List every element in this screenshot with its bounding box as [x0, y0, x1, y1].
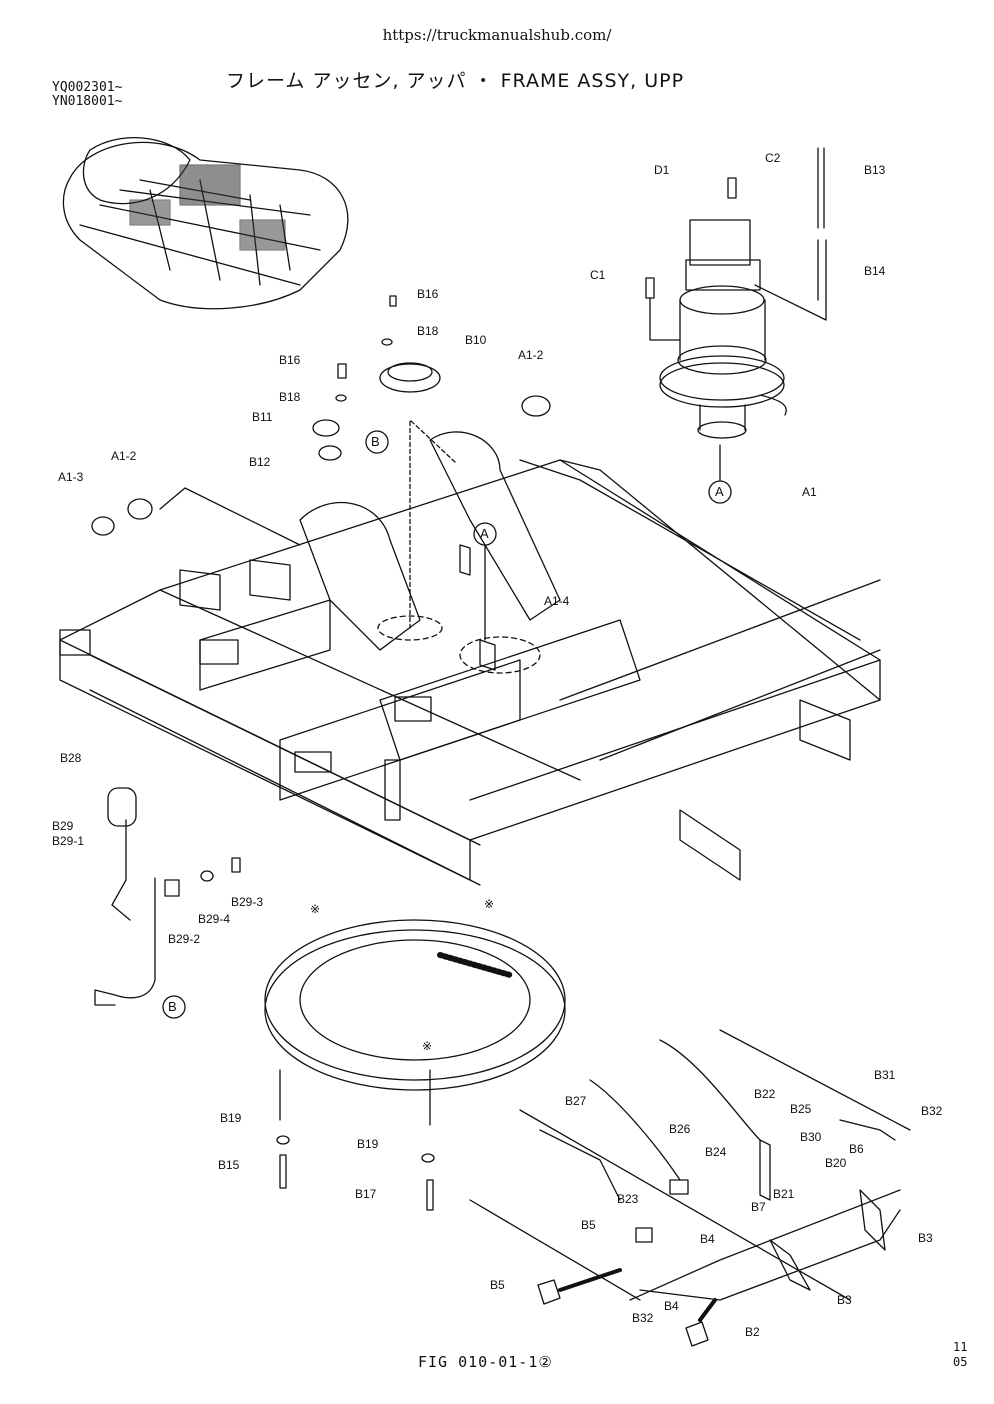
- machine-thumbnail: [62, 137, 349, 310]
- serial-range-2: YN018001~: [52, 94, 123, 109]
- part-label-b14: B14: [864, 264, 886, 278]
- part-label-b5-lower: B5: [490, 1278, 505, 1292]
- upper-frame-a1: [59, 431, 881, 886]
- part-label-b24: B24: [705, 1145, 727, 1159]
- serial-range-1: YQ002301~: [52, 80, 123, 95]
- part-label-a1-2-right: A1-2: [518, 348, 544, 362]
- part-label-b32-lower: B32: [632, 1311, 654, 1325]
- part-label-b31: B31: [874, 1068, 896, 1082]
- part-label-b4-upper: B4: [700, 1232, 715, 1246]
- part-label-b18-top: B18: [417, 324, 439, 338]
- part-label-b11: B11: [252, 410, 273, 424]
- ring-mark-3: ※: [422, 1039, 433, 1053]
- part-label-b18-left: B18: [279, 390, 301, 404]
- swing-motor-d1: [645, 177, 787, 481]
- page-number-1: 11: [953, 1340, 968, 1354]
- part-label-b20: B20: [825, 1156, 847, 1170]
- figure-number: FIG 010-01-1②: [418, 1353, 553, 1371]
- part-label-b2: B2: [745, 1325, 760, 1339]
- part-label-b30: B30: [800, 1130, 822, 1144]
- part-label-b5-upper: B5: [581, 1218, 596, 1232]
- part-label-b29-1: B29-1: [52, 834, 85, 848]
- part-label-b25: B25: [790, 1102, 812, 1116]
- part-label-a1: A1: [802, 485, 817, 499]
- part-label-b28: B28: [60, 751, 82, 765]
- part-label-b29: B29: [52, 819, 74, 833]
- ring-mark-1: ※: [310, 902, 321, 916]
- part-label-b16-left: B16: [279, 353, 301, 367]
- part-label-b16-top: B16: [417, 287, 439, 301]
- part-label-b3-right: B3: [918, 1231, 933, 1245]
- part-label-b19-right: B19: [357, 1137, 379, 1151]
- rail-guard-assembly: [469, 1029, 911, 1347]
- part-label-b29-3: B29-3: [231, 895, 264, 909]
- ring-mark-2: ※: [484, 897, 495, 911]
- part-label-b29-2: B29-2: [168, 932, 201, 946]
- callout-a-motor: A: [715, 484, 724, 499]
- part-label-b22: B22: [754, 1087, 776, 1101]
- part-label-b7: B7: [751, 1200, 766, 1214]
- part-label-b21: B21: [773, 1187, 795, 1201]
- part-label-b32-right: B32: [921, 1104, 943, 1118]
- part-label-a1-4: A1-4: [544, 594, 570, 608]
- part-label-a1-3: A1-3: [58, 470, 84, 484]
- page-title: フレーム アッセン, アッパ ・ FRAME ASSY, UPP: [226, 70, 685, 92]
- part-label-b23: B23: [617, 1192, 639, 1206]
- part-label-b4-lower: B4: [664, 1299, 679, 1313]
- part-label-b15: B15: [218, 1158, 240, 1172]
- part-label-b3-lower: B3: [837, 1293, 852, 1307]
- part-label-b13: B13: [864, 163, 886, 177]
- source-url[interactable]: https://truckmanualshub.com/: [382, 26, 612, 44]
- part-label-c1: C1: [590, 268, 606, 282]
- part-label-b26: B26: [669, 1122, 691, 1136]
- part-label-d1: D1: [654, 163, 670, 177]
- part-label-b27: B27: [565, 1094, 587, 1108]
- part-label-b29-4: B29-4: [198, 912, 231, 926]
- callout-b-upper: B: [371, 434, 380, 449]
- part-label-b12: B12: [249, 455, 271, 469]
- page-number-2: 05: [953, 1355, 968, 1369]
- part-label-b6: B6: [849, 1142, 864, 1156]
- part-label-b10: B10: [465, 333, 487, 347]
- part-label-b19-left: B19: [220, 1111, 242, 1125]
- part-label-b17: B17: [355, 1187, 377, 1201]
- callout-b-lower: B: [168, 999, 177, 1014]
- callout-a-frame: A: [480, 526, 489, 541]
- part-label-c2: C2: [765, 151, 781, 165]
- slewing-ring: [264, 919, 566, 1211]
- part-label-a1-2-left: A1-2: [111, 449, 137, 463]
